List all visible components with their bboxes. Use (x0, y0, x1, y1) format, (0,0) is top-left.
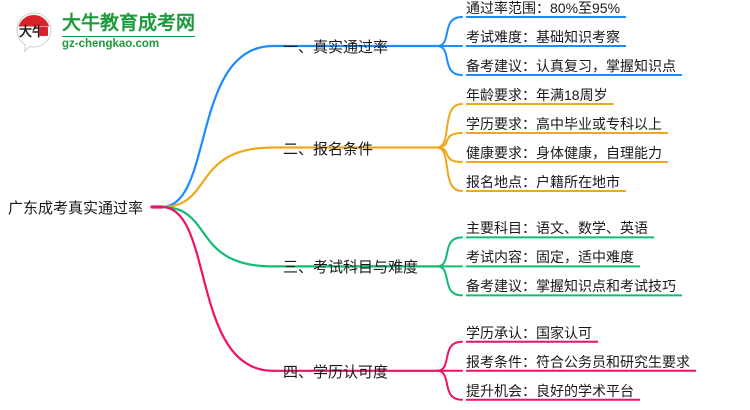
mindmap-leaf-label-3-2: 考试内容：固定，适中难度 (466, 249, 634, 266)
mindmap-edge (160, 205, 275, 268)
mindmap-branch-label-2: 二、报名条件 (283, 140, 374, 158)
mindmap-root-label: 广东成考真实通过率 (8, 200, 144, 217)
mindmap-leaf-label-2-1: 年龄要求：年满18周岁 (466, 87, 608, 103)
mindmap-leaf-label-1-3: 备考建议：认真复习，掌握知识点 (466, 58, 676, 74)
mindmap-leaf-label-4-2: 报考条件：符合公务员和研究生要求 (466, 353, 690, 370)
logo-title: 大牛教育成考网 (62, 12, 196, 34)
mindmap-edge (436, 369, 463, 401)
site-logo: 大牛 大牛教育成考网 gz-chengkao.com (12, 6, 196, 58)
mindmap-edge (160, 146, 275, 209)
mindmap-leaf-label-1-1: 通过率范围：80%至95% (466, 0, 621, 16)
mindmap-edge (436, 16, 463, 47)
mindmap-leaf-label-2-2: 学历要求：高中毕业或专科以上 (466, 116, 662, 132)
mindmap-branch-label-1: 一、真实通过率 (283, 39, 389, 56)
mindmap-branch-label-4: 四、学历认可度 (283, 363, 389, 381)
mindmap-leaf-label-2-3: 健康要求：身体健康，自理能力 (466, 145, 662, 161)
logo-mark-text: 大牛 (19, 24, 45, 39)
mindmap-leaf-label-3-3: 备考建议：掌握知识点和考试技巧 (466, 278, 676, 295)
mindmap-edge (436, 265, 463, 297)
mindmap-leaf-label-1-2: 考试难度：基础知识考察 (466, 29, 620, 45)
mindmap-branch-label-3: 三、考试科目与难度 (283, 259, 419, 277)
mindmap-edge (436, 340, 463, 372)
mindmap-edge (160, 205, 275, 372)
logo-domain: gz-chengkao.com (62, 35, 196, 51)
mindmap-leaf-label-3-1: 主要科目：语文、数学、英语 (466, 220, 648, 237)
logo-mark-icon: 大牛 (12, 10, 56, 54)
mindmap-edge (436, 236, 463, 268)
mindmap-leaf-label-4-3: 提升机会：良好的学术平台 (466, 382, 634, 399)
mindmap-edge (436, 103, 463, 149)
logo-bubble-icon: 大牛 (16, 12, 52, 53)
mindmap-edge (436, 45, 463, 76)
mindmap-edge (436, 146, 463, 192)
mindmap-edge (160, 44, 275, 209)
logo-text-block: 大牛教育成考网 gz-chengkao.com (62, 12, 196, 51)
mindmap-leaf-label-4-1: 学历承认：国家认可 (466, 324, 592, 341)
mindmap-leaf-label-2-4: 报名地点：户籍所在地市 (466, 174, 620, 190)
